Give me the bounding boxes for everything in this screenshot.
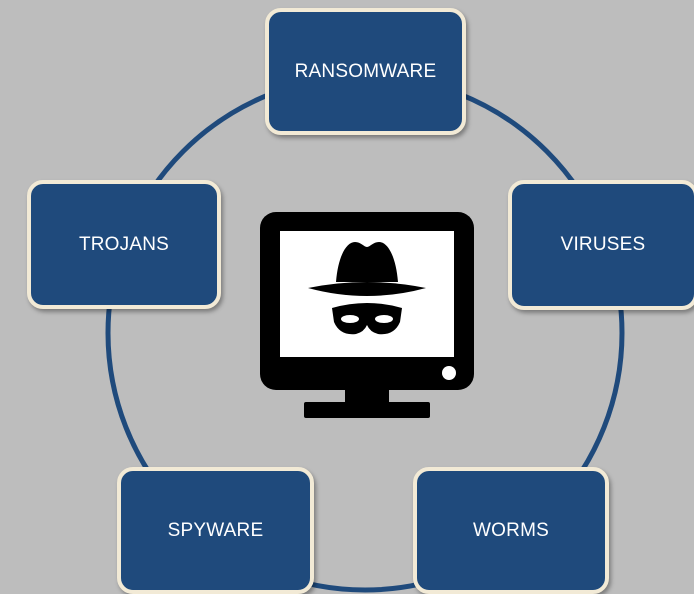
node-worms-label: WORMS — [473, 519, 549, 541]
node-worms: WORMS — [413, 467, 609, 594]
hacker-monitor-icon — [260, 212, 474, 418]
node-trojans-label: TROJANS — [78, 233, 170, 255]
node-ransomware-label: RANSOMWARE — [294, 60, 437, 82]
node-viruses: VIRUSES — [508, 180, 694, 310]
node-spyware-label: SPYWARE — [167, 519, 264, 541]
node-spyware: SPYWARE — [117, 467, 314, 594]
node-viruses-label: VIRUSES — [560, 234, 646, 255]
node-ransomware: RANSOMWARE — [265, 8, 466, 135]
node-trojans: TROJANS — [27, 180, 221, 309]
